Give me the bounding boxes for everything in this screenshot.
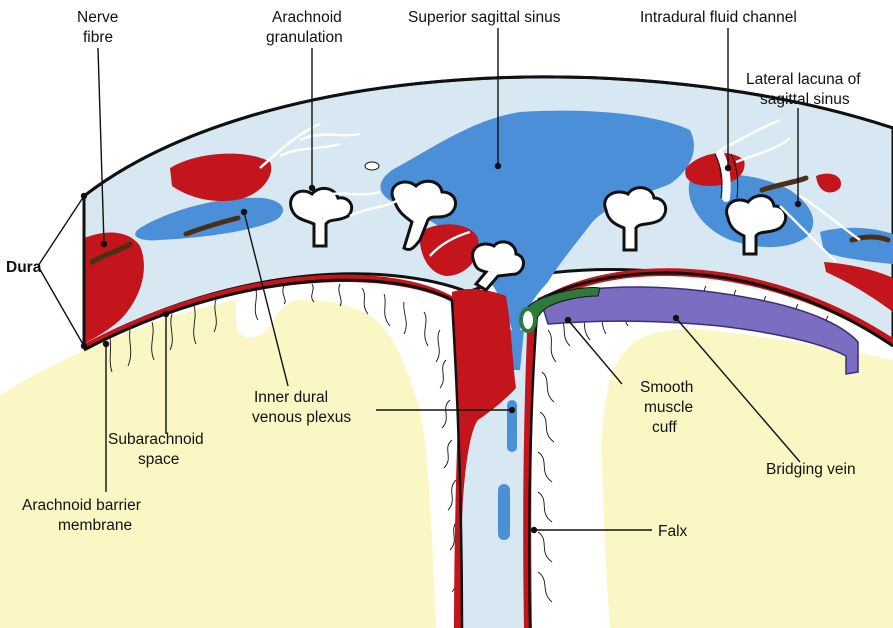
label-lateral-lacuna-1: Lateral lacuna of <box>746 71 861 88</box>
falx-venous-channel <box>498 484 510 540</box>
label-arachnoid-barrier-1: Arachnoid barrier <box>22 497 141 514</box>
label-nerve-fibre-2: fibre <box>83 29 113 46</box>
label-smooth-muscle-1: Smooth <box>640 379 693 396</box>
label-falx: Falx <box>658 523 688 540</box>
label-inner-dural-2: venous plexus <box>252 409 351 426</box>
label-inner-dural-1: Inner dural <box>254 389 328 406</box>
label-bridging-vein: Bridging vein <box>766 461 856 478</box>
label-subarachnoid-1: Subarachnoid <box>108 431 204 448</box>
fluid-channel-cap <box>365 162 379 170</box>
label-subarachnoid-2: space <box>138 451 179 468</box>
label-lateral-lacuna-2: sagittal sinus <box>760 91 850 108</box>
label-smooth-muscle-2: muscle <box>644 399 693 416</box>
label-arachnoid-granulation-2: granulation <box>266 29 343 46</box>
label-arachnoid-granulation-1: Arachnoid <box>272 9 342 26</box>
label-arachnoid-barrier-2: membrane <box>58 517 132 534</box>
label-smooth-muscle-3: cuff <box>652 419 677 436</box>
label-nerve-fibre-1: Nerve <box>77 9 118 26</box>
label-superior-sagittal-sinus: Superior sagittal sinus <box>408 9 561 26</box>
smooth-muscle-cuff-ring <box>521 309 535 331</box>
label-intradural-fluid-channel: Intradural fluid channel <box>640 9 797 26</box>
label-dura: Dura <box>6 259 42 276</box>
